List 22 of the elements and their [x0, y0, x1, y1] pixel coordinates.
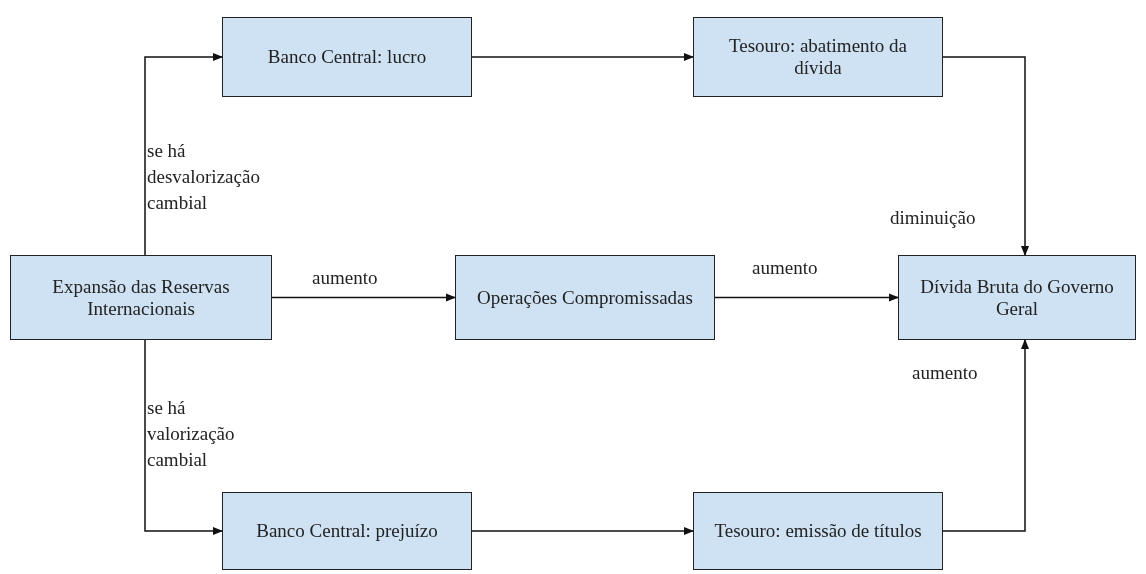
arrow — [714, 293, 900, 302]
process-box — [693, 492, 943, 570]
process-box — [898, 255, 1136, 340]
arrow — [471, 526, 695, 536]
process-box — [10, 255, 272, 340]
box-label: Banco Central: lucro — [267, 46, 427, 68]
box-label: Tesouro: emissão de títulos — [714, 520, 922, 542]
arrow — [471, 52, 695, 62]
process-box — [455, 255, 715, 340]
arrow — [144, 339, 224, 536]
arrow — [942, 338, 1030, 532]
process-box — [693, 17, 943, 97]
box-label: Tesouro: abatimento da dívida — [727, 35, 909, 79]
arrow — [271, 293, 457, 302]
box-label: Operações Compromissadas — [477, 286, 693, 309]
process-box — [222, 492, 472, 570]
box-label: Banco Central: prejuízo — [256, 520, 438, 542]
box-label: Dívida Bruta do Governo Geral — [919, 275, 1115, 320]
arrow — [942, 56, 1030, 257]
box-label: Expansão das Reservas Internacionais — [51, 275, 231, 320]
process-box — [222, 17, 472, 97]
arrow — [144, 52, 224, 256]
